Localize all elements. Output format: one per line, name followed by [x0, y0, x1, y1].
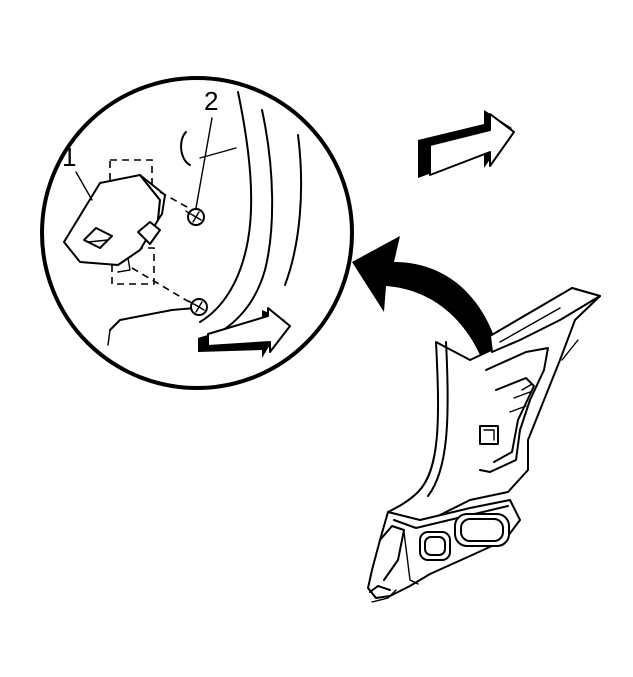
handle-cover-part: [63, 159, 197, 307]
callout-2-label: 2: [204, 86, 218, 116]
detail-circle: [40, 76, 354, 390]
detail-view-arrow-icon: [352, 236, 506, 390]
quarter-panel-assembly: [367, 287, 601, 603]
callout-2: 2: [195, 86, 218, 209]
callout-1-label: 1: [62, 142, 76, 172]
screw-fasteners: [185, 208, 208, 316]
forward-direction-arrow-icon: [418, 110, 515, 178]
callout-1: 1: [62, 142, 93, 201]
forward-direction-arrow-icon-detail: [198, 307, 291, 358]
upper-screw: [185, 208, 205, 226]
lower-screw: [188, 298, 208, 316]
